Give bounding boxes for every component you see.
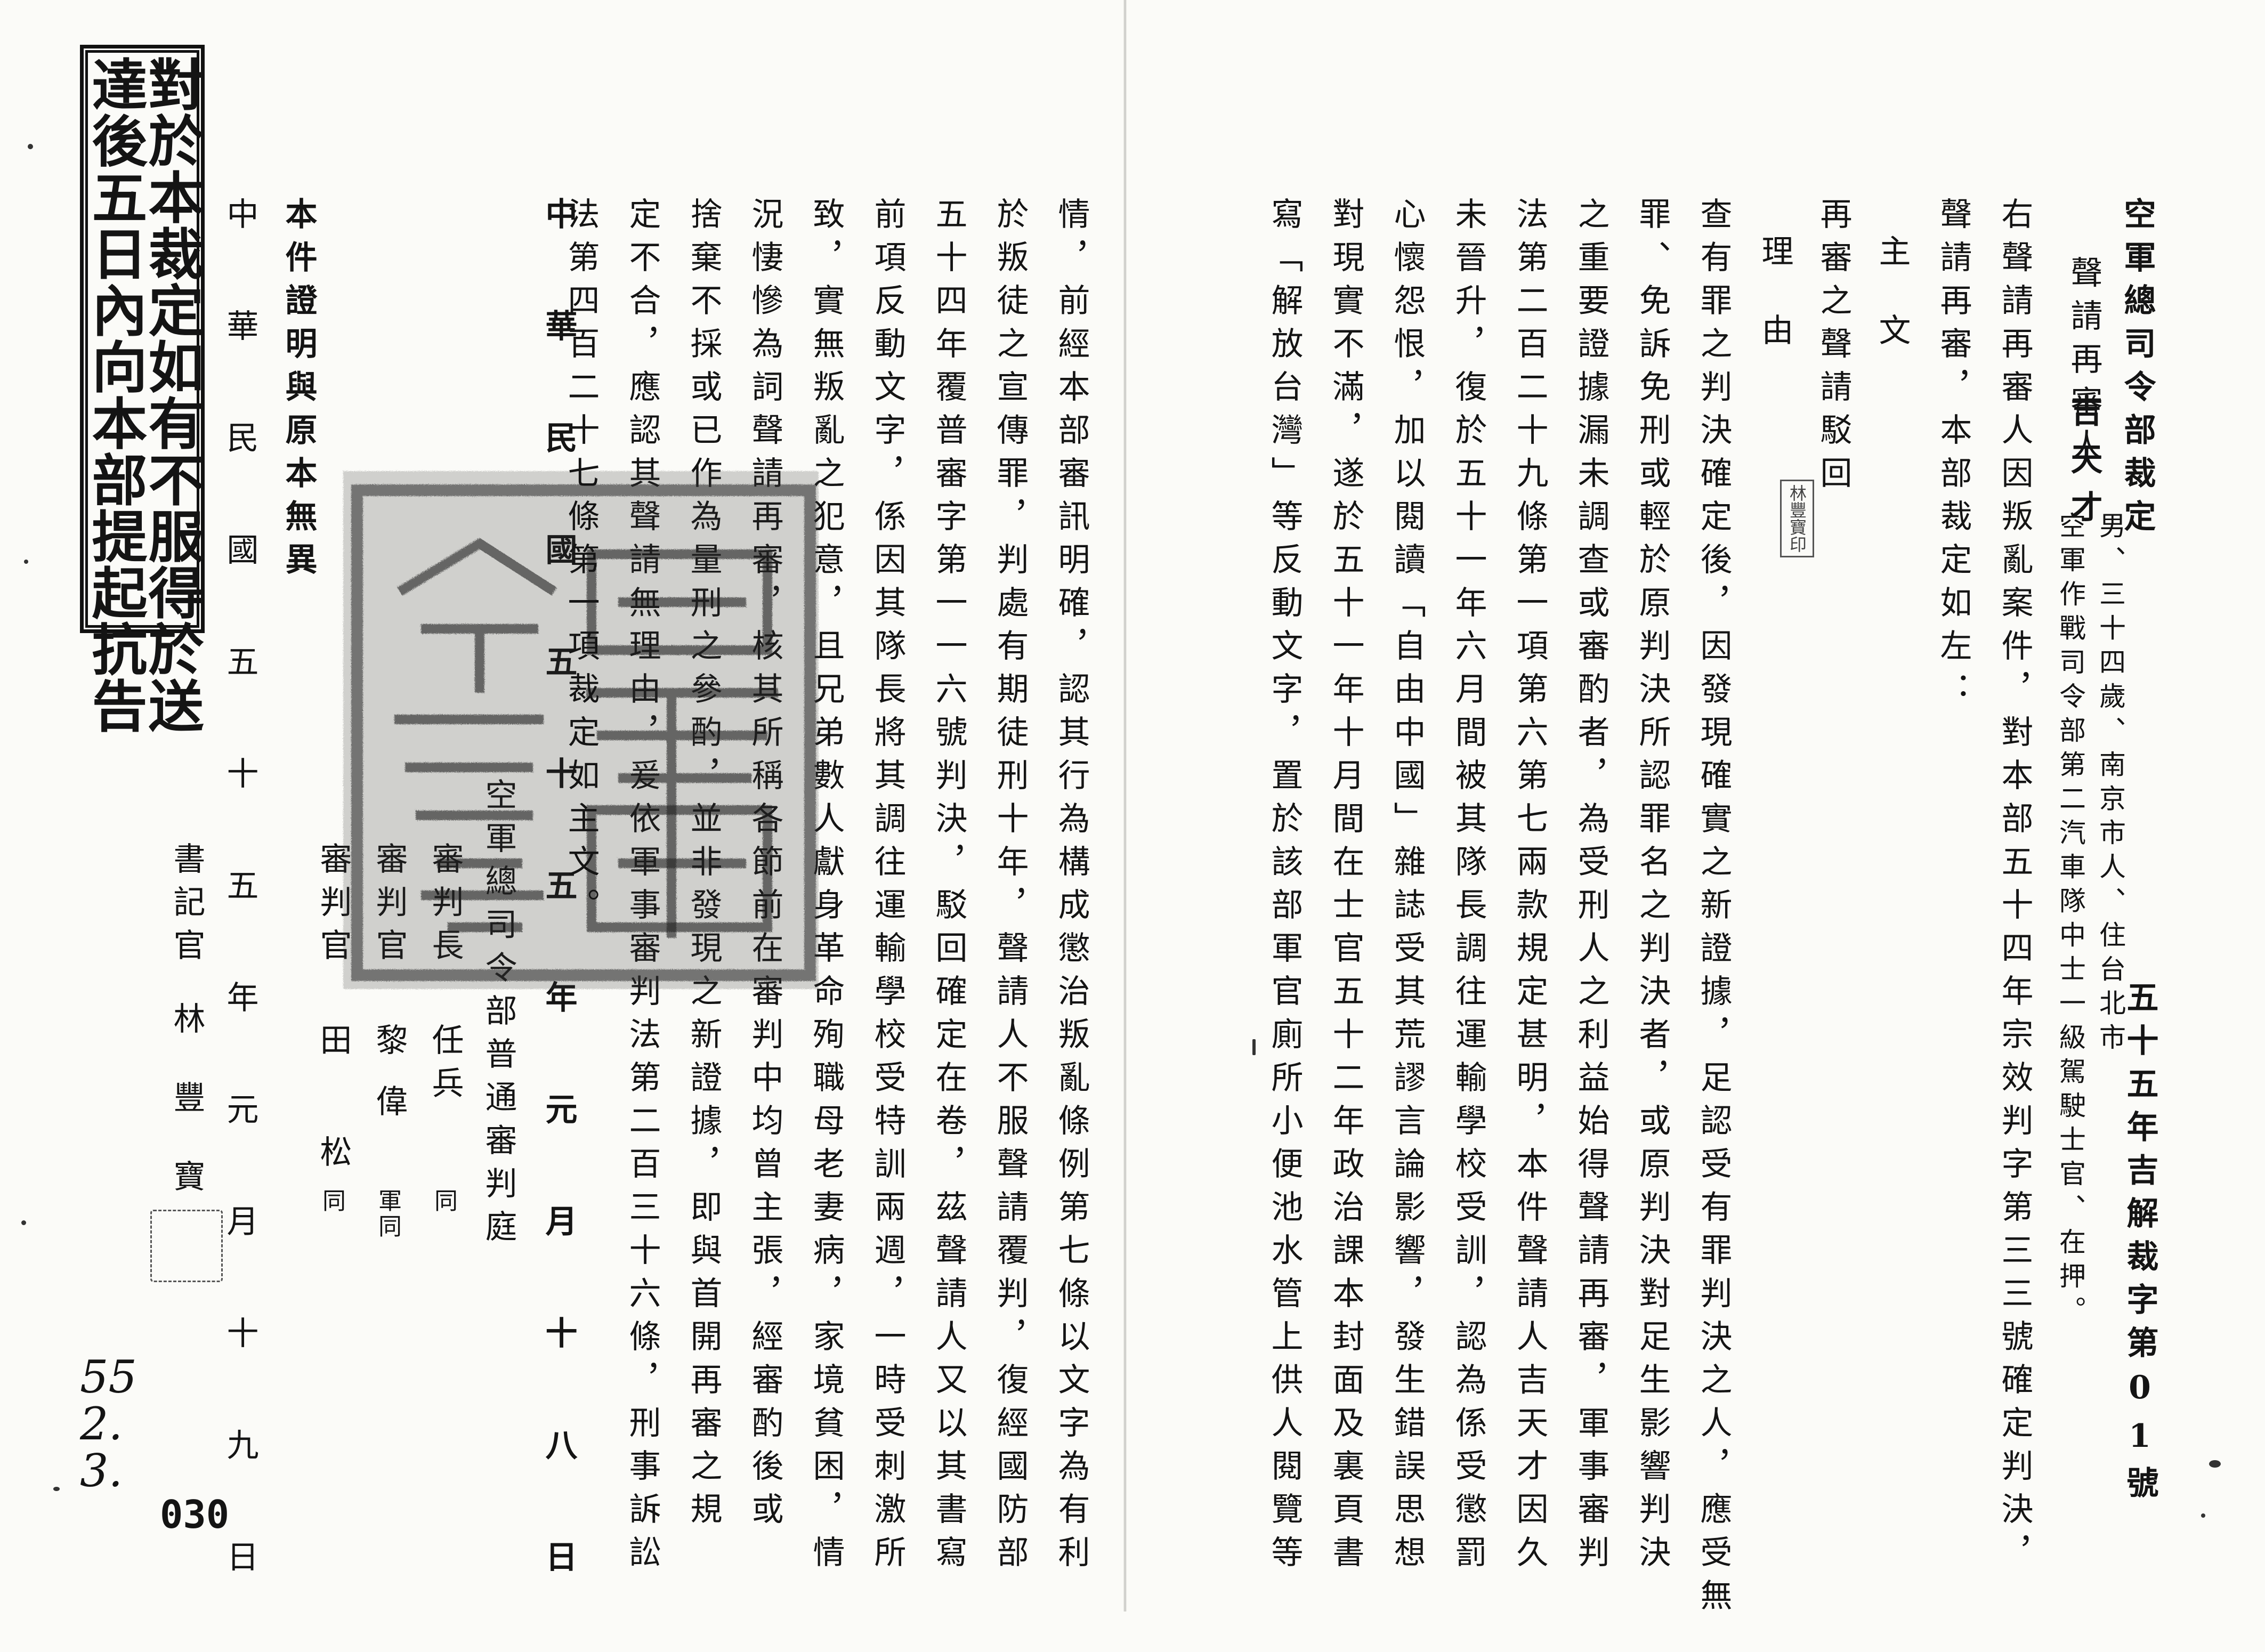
preamble-line-1: 右聲請再審人因叛亂案件，對本部五十四年宗效判字第三三號確定判決，: [1996, 197, 2033, 1578]
reason-col-2: 罪、免訴免刑或輕於原判決所認罪名之判決者，或原判決對足生影響判決: [1633, 197, 1671, 1578]
reason-col-7: 對現實不滿，遂於五十一年十月間在士官五十二年政治課本封面及裏頁書: [1327, 197, 1364, 1578]
main-heading: 主文: [1873, 234, 1911, 392]
preamble-line-2: 聲請再審，本部裁定如左：: [1935, 197, 1972, 715]
body-col-1: 情，前經本部審訊明確，認其行為構成懲治叛亂條例第七條以文字為有利: [1053, 197, 1090, 1578]
body-col-2: 於叛徒之宣傳罪，判處有期徒刑十年，聲請人不服聲請覆判，復經國防部: [991, 197, 1029, 1578]
body-col-9: 法第四百二十七條第一項裁定如主文。: [562, 197, 600, 931]
doc-number: 五十五年吉解裁字第01號: [2121, 981, 2158, 1509]
certification-note: 本件證明與原本無異: [280, 197, 317, 586]
handwritten-line-1: 55: [80, 1351, 137, 1403]
reason-col-5: 未晉升，復於五十一年六月間被其隊長調往運輸學校受訓，認為係受懲罰: [1450, 197, 1487, 1578]
handwritten-date: 55 2. 3.: [80, 1354, 137, 1495]
body-col-4: 前項反動文字，係因其隊長將其調往運輸學校受特訓兩週，一時受刺激所: [869, 197, 906, 1578]
left-page: 對於本裁定如有不服得於送 達後五日內向本部提起抗告 中華民國五十五年元月十八日 …: [0, 0, 1125, 1652]
reason-col-1: 查有罪之判決確定後，因發現確實之新證據，足認受有罪判決之人，應受無: [1695, 197, 1732, 1622]
judge-chop: 林豐寶印: [1780, 480, 1814, 557]
judge-2-rank: 同: [318, 1188, 345, 1214]
notice-line-2: 達後五日內向本部提起抗告: [82, 56, 148, 734]
page-number: 030: [160, 1492, 230, 1537]
judge-2-name: 田松: [314, 1023, 352, 1247]
petitioner-info-2: 空軍作戰司令部第二汽車隊中士一級駕駛士官、在押。: [2055, 512, 2086, 1330]
clerk-stamp: [150, 1210, 223, 1282]
official-seal: [343, 471, 819, 989]
page-fold: [1123, 0, 1127, 1611]
reason-col-4: 法第二百二十九條第一項第六第七兩款規定甚明，本件聲請人吉天才因久: [1511, 197, 1548, 1578]
certification-date: 中華民國五十五年元月十九日: [221, 197, 258, 1652]
judge-1-name: 黎偉: [370, 1023, 408, 1146]
petitioner-role: 聲請再審人: [2065, 256, 2102, 472]
notice-line-1: 對於本裁定如有不服得於送: [139, 56, 204, 734]
handwritten-line-2: 2.: [80, 1398, 123, 1451]
ruling-title: 空軍總司令部裁定: [2118, 197, 2156, 542]
appeal-notice-box: 對於本裁定如有不服得於送 達後五日內向本部提起抗告: [80, 45, 205, 734]
clerk-name: 林豐寶: [168, 1002, 205, 1238]
petitioner-info-1: 男、三十四歲、南京市人、住台北市: [2095, 512, 2126, 1057]
reason-col-6: 心懷怨恨，加以閱讀「自由中國」雜誌受其荒謬言論影響，發生錯誤思想: [1388, 197, 1426, 1578]
reason-heading: 理由: [1756, 234, 1793, 392]
presiding-judge-rank: 同: [430, 1188, 457, 1214]
petitioner-name: 吉天才: [2065, 394, 2102, 538]
body-col-3: 五十四年覆普審字第一一六號判決，駁回確定在卷，茲聲請人又以其書寫: [930, 197, 967, 1578]
right-page: 空軍總司令部裁定 五十五年吉解裁字第01號 聲請再審人 吉天才 男、三十四歲、南…: [1125, 0, 2265, 1622]
judge-1-rank: 軍同: [374, 1188, 401, 1240]
reason-col-8: 寫「解放台灣」等反動文字，置於該部軍官廁所小便池水管上供人閱覽等: [1266, 197, 1303, 1578]
clerk-title: 書記官: [168, 842, 205, 971]
presiding-judge-name: 任兵: [426, 1023, 464, 1110]
reason-col-3: 之重要證據漏未調查或審酌者，為受刑人之利益始得聲請再審，軍事審判: [1572, 197, 1609, 1578]
handwritten-line-3: 3.: [80, 1445, 123, 1497]
main-text: 再審之聲請駁回: [1815, 197, 1852, 499]
